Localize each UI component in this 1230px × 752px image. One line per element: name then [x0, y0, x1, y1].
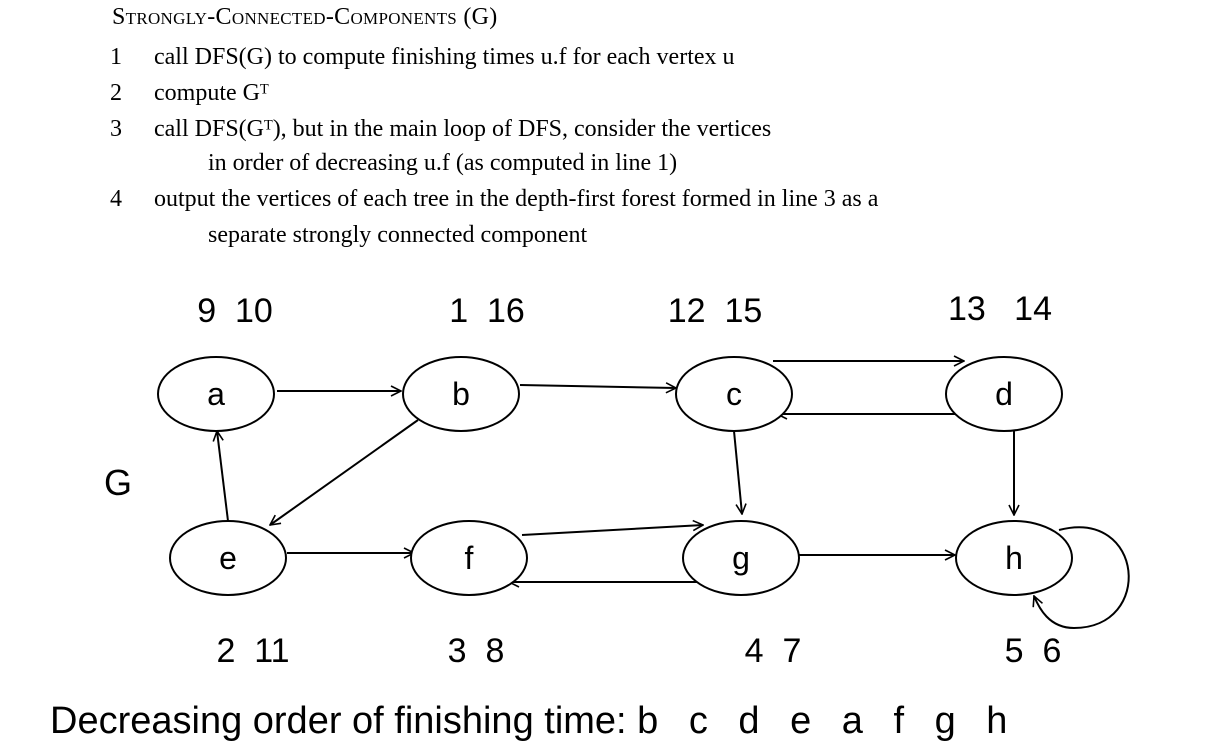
node-d: d	[945, 356, 1063, 432]
node-b-ellipse	[402, 356, 520, 432]
finishing-order-sequence: b c d e a f g h	[637, 700, 1008, 742]
node-c-ellipse	[675, 356, 793, 432]
line-continuation: in order of decreasing u.f (as computed …	[208, 150, 678, 176]
algorithm-title: Strongly-Connected-Components (G)	[112, 4, 498, 31]
line-number: 1	[110, 44, 122, 70]
node-a-label: a	[207, 376, 225, 412]
line-text: output the vertices of each tree in the …	[154, 186, 879, 212]
node-b-label: b	[452, 376, 470, 412]
node-f-label: f	[465, 540, 474, 576]
node-b-times: 1 16	[449, 292, 525, 330]
node-e-label: e	[219, 540, 237, 576]
graph-finish-times: 9 10 1 16 12 15 13 14 2 11 3 8 4 7 5 6	[197, 290, 1061, 670]
edge-h-h	[1034, 526, 1130, 630]
edge-f-g	[521, 525, 703, 536]
node-f-times: 3 8	[448, 632, 505, 670]
line-number: 2	[110, 80, 122, 106]
line-continuation: separate strongly connected component	[208, 222, 588, 248]
graph-nodes: a b c d e f g h	[157, 356, 1073, 596]
algorithm-title-text: Strongly-Connected-Components (G)	[112, 4, 498, 30]
algorithm-block: Strongly-Connected-Components (G) 1 call…	[0, 0, 1230, 260]
finishing-order-label: Decreasing order of finishing time:	[50, 700, 627, 742]
node-c-times: 12 15	[668, 292, 763, 330]
graph-edges	[217, 361, 1130, 630]
node-g-label: g	[732, 540, 750, 576]
node-d-ellipse	[945, 356, 1063, 432]
node-h: h	[955, 520, 1073, 596]
node-h-label: h	[1005, 540, 1023, 576]
node-d-label: d	[995, 376, 1013, 412]
node-f-ellipse	[410, 520, 528, 596]
node-e-times: 2 11	[216, 632, 289, 670]
node-a-times: 9 10	[197, 292, 273, 330]
node-g-times: 4 7	[745, 632, 802, 670]
edge-b-e	[270, 419, 419, 525]
node-g-ellipse	[682, 520, 800, 596]
node-e-ellipse	[169, 520, 287, 596]
node-d-times: 13 14	[948, 290, 1052, 328]
node-c-label: c	[726, 376, 742, 412]
graph-diagram: G a b c d e f g h 9 10 1 16 12 15 13 14 2 11 3 8 4 7 5…	[104, 290, 1130, 670]
node-h-times: 5 6	[1005, 632, 1062, 670]
line-text: compute Gᵀ	[154, 80, 269, 106]
node-f: f	[410, 520, 528, 596]
edge-e-a	[217, 431, 229, 522]
node-a-ellipse	[157, 356, 275, 432]
line-number: 4	[110, 186, 122, 212]
node-g: g	[682, 520, 800, 596]
line-text: call DFS(Gᵀ), but in the main loop of DF…	[154, 116, 772, 142]
graph-name: G	[104, 462, 132, 503]
line-number: 3	[110, 116, 122, 142]
node-b: b	[402, 356, 520, 432]
edge-c-g	[733, 430, 742, 514]
node-a: a	[157, 356, 275, 432]
node-c: c	[675, 356, 793, 432]
line-text: call DFS(G) to compute finishing times u…	[154, 44, 735, 70]
finishing-order: Decreasing order of finishing time: b c …	[50, 700, 1007, 743]
node-e: e	[169, 520, 287, 596]
edge-b-c	[519, 385, 676, 388]
node-h-ellipse	[955, 520, 1073, 596]
